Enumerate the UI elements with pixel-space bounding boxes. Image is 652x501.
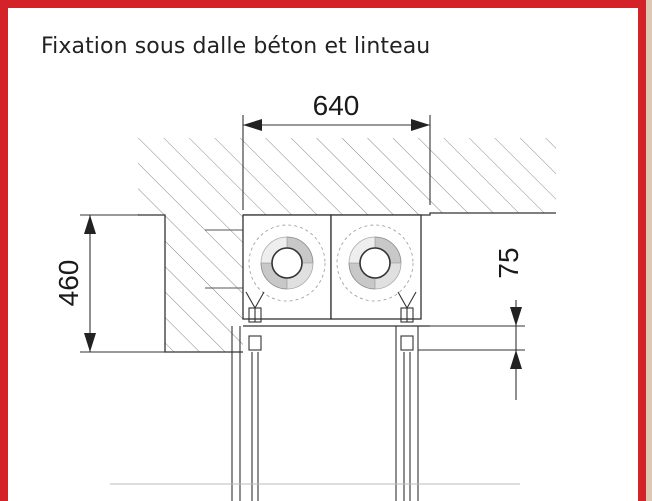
diagram-title: Fixation sous dalle béton et linteau [41, 34, 431, 59]
airflow-right [395, 291, 419, 501]
height-dimension [80, 214, 165, 353]
offset-label: 75 [493, 247, 524, 278]
height-label: 460 [53, 260, 84, 307]
width-dimension [242, 115, 431, 210]
lintel-bracket [205, 229, 243, 289]
fan-left [248, 224, 326, 302]
fan-right [336, 224, 414, 302]
airflow-left [231, 291, 265, 501]
offset-dimension [418, 300, 525, 400]
width-label: 640 [313, 90, 360, 121]
